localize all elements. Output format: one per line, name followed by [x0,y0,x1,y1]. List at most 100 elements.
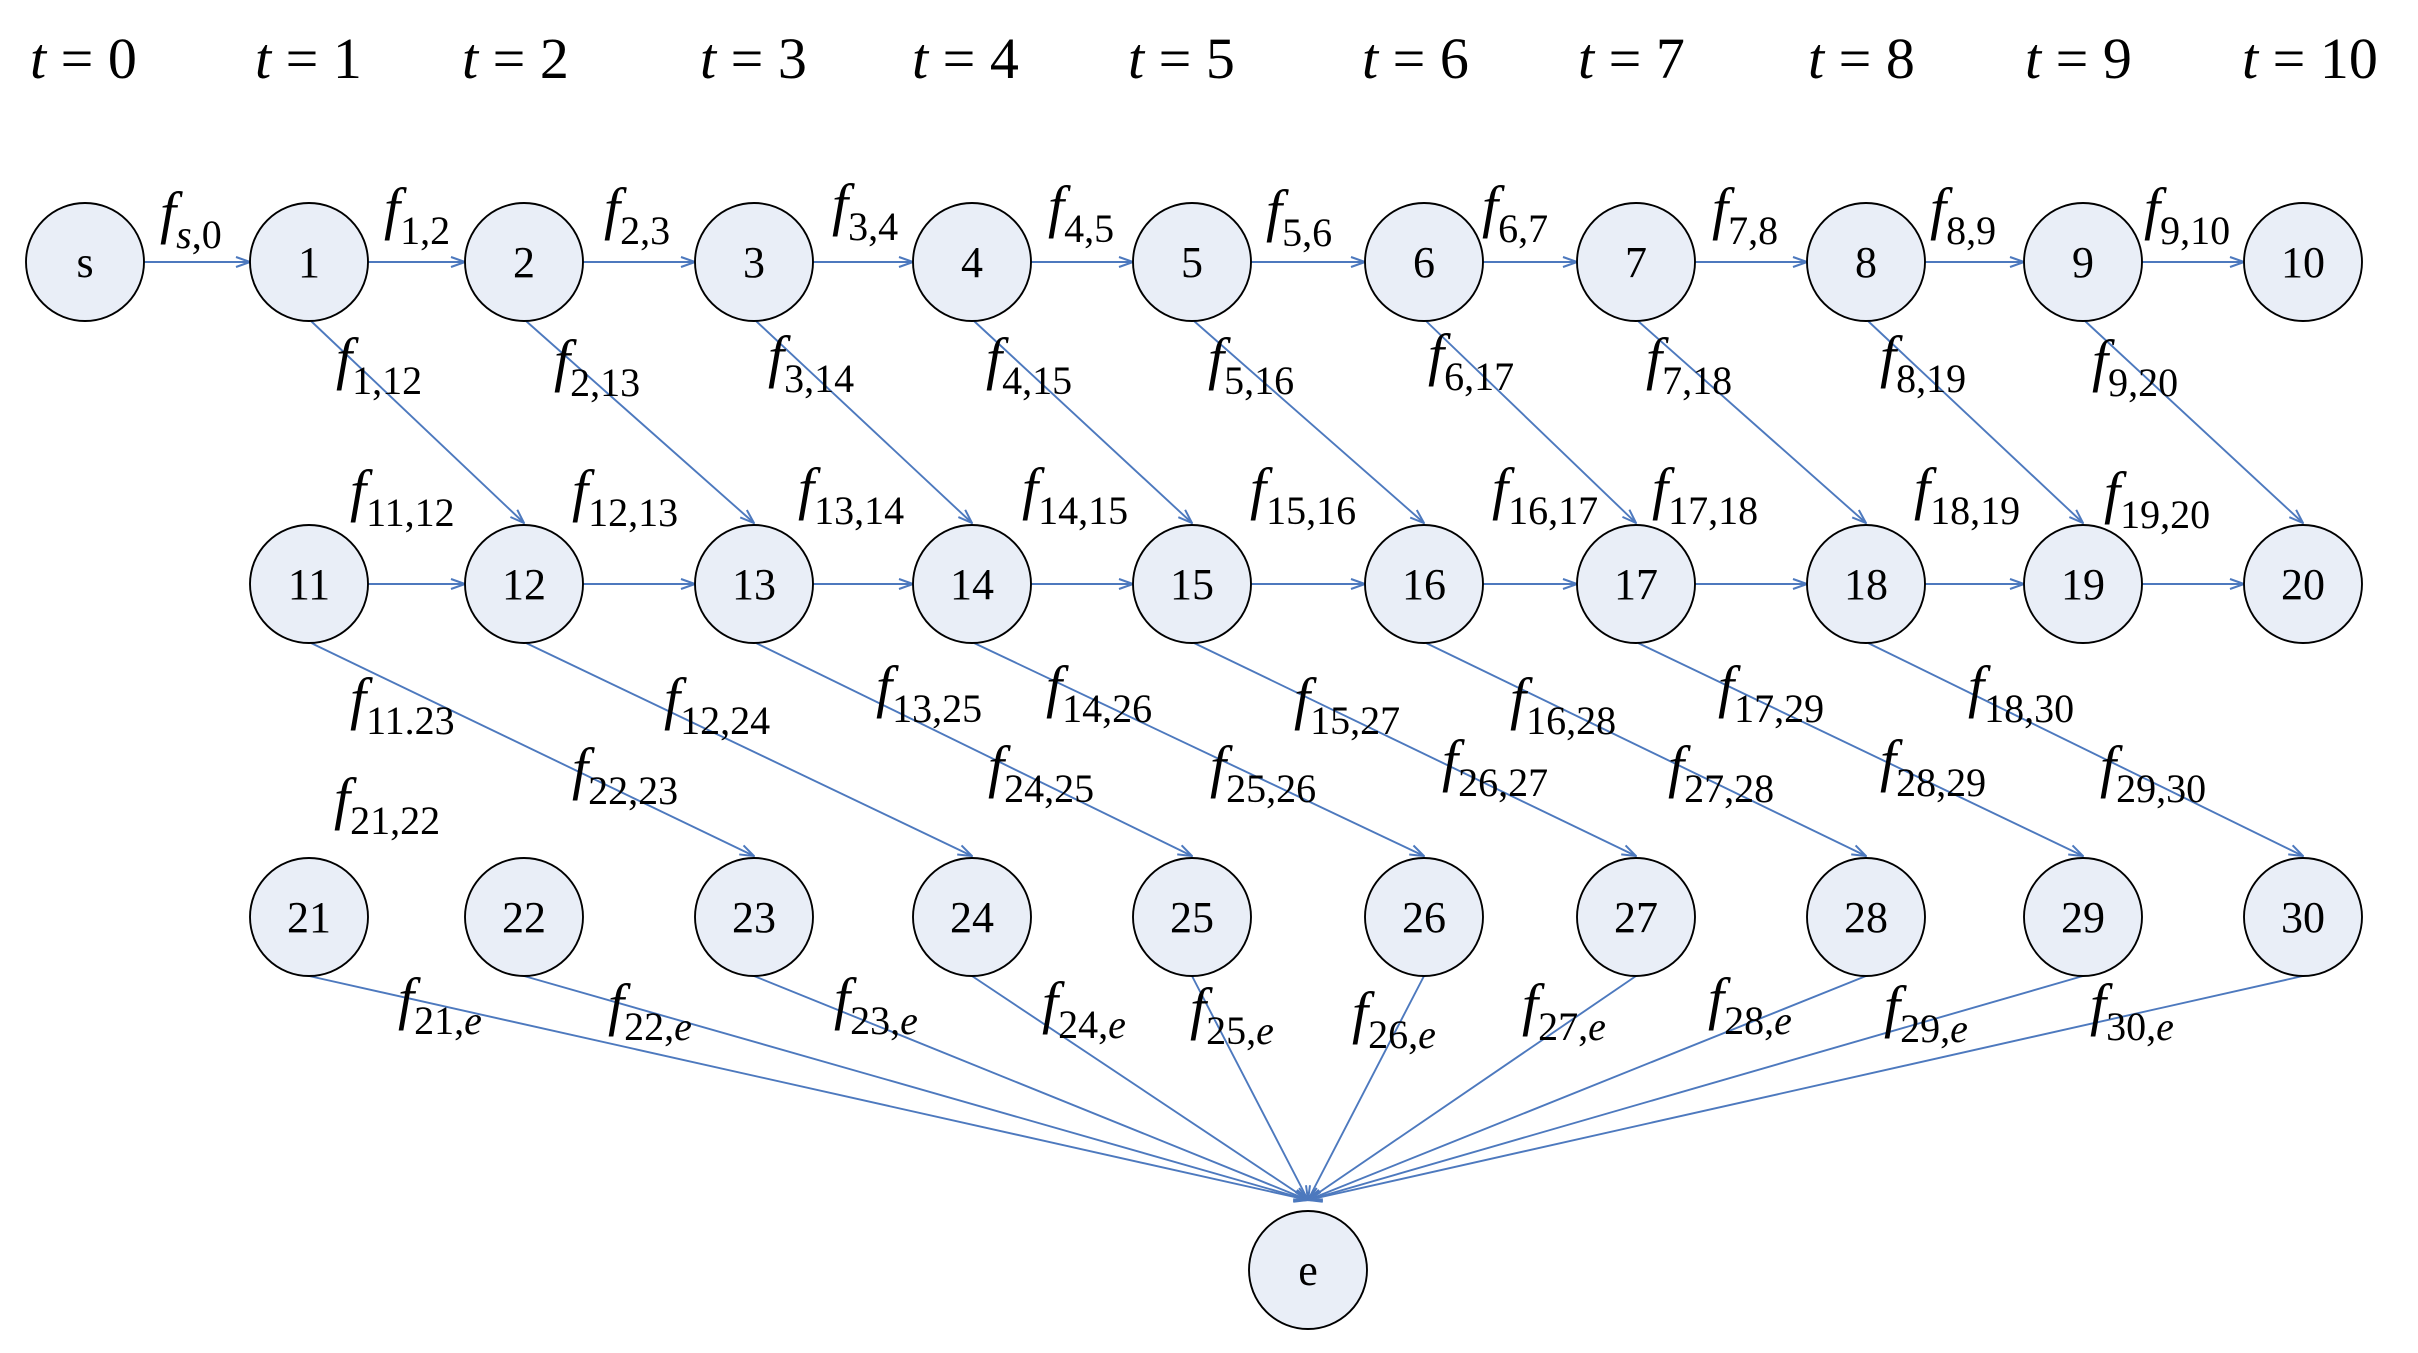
svg-text:17: 17 [1614,560,1658,609]
edge-label: f24,25 [988,734,1094,811]
time-label-9: t = 9 [2025,26,2132,91]
edge-28-e [1308,975,1867,1200]
edge-30-e [1308,975,2304,1200]
edge-label: f7,8 [1712,176,1778,253]
node-12: 12 [464,524,584,644]
edge-label: f16,28 [1510,666,1616,743]
time-label-6: t = 6 [1362,26,1469,91]
edge-label: f1,12 [336,326,422,403]
edge-1-12 [310,320,524,523]
edge-label: f14,26 [1046,654,1152,731]
edge-label: f22,e [608,972,692,1049]
edge-label: f16,17 [1492,456,1598,533]
edge-label: f13,25 [876,654,982,731]
svg-text:15: 15 [1170,560,1214,609]
node-16: 16 [1364,524,1484,644]
edge-label: f9,20 [2092,328,2178,405]
node-6: 6 [1364,202,1484,322]
edge-label: f24,e [1042,970,1126,1047]
svg-text:28: 28 [1844,893,1888,942]
svg-text:13: 13 [732,560,776,609]
time-label-8: t = 8 [1808,26,1915,91]
edge-label: f23,e [834,966,918,1043]
svg-text:18: 18 [1844,560,1888,609]
edge-label: f12,13 [572,458,678,535]
node-21: 21 [249,857,369,977]
svg-text:2: 2 [513,238,535,287]
node-1: 1 [249,202,369,322]
edge-13-25 [755,642,1192,856]
node-19: 19 [2023,524,2143,644]
edge-label: f18,30 [1968,654,2074,731]
node-s: s [25,202,145,322]
node-e: e [1248,1210,1368,1330]
svg-text:30: 30 [2281,893,2325,942]
time-label-5: t = 5 [1128,26,1235,91]
edge-label: f5,16 [1208,326,1294,403]
node-29: 29 [2023,857,2143,977]
edge-label: f11.23 [350,666,455,743]
edge-8-19 [1867,320,2083,523]
node-24: 24 [912,857,1032,977]
node-9: 9 [2023,202,2143,322]
edge-label: f30,e [2090,972,2174,1049]
edge-label: f17,29 [1718,654,1824,731]
edge-3-14 [755,320,972,523]
time-label-0: t = 0 [30,26,137,91]
edge-label: fs,0 [160,180,222,257]
node-8: 8 [1806,202,1926,322]
svg-text:23: 23 [732,893,776,942]
node-11: 11 [249,524,369,644]
edge-18-30 [1867,642,2303,856]
time-label-1: t = 1 [255,26,362,91]
svg-text:22: 22 [502,893,546,942]
edge-12-24 [525,642,972,856]
edge-label: f3,14 [768,324,854,401]
edges [144,262,2303,1200]
edge-label: f13,14 [798,456,904,533]
edge-label: f6,17 [1428,322,1514,399]
edge-label: f25,e [1190,976,1274,1053]
edge-23-e [753,975,1308,1200]
edge-label: f29,30 [2100,734,2206,811]
edge-14-26 [973,642,1424,856]
edge-29-e [1308,975,2084,1200]
svg-text:3: 3 [743,238,765,287]
node-10: 10 [2243,202,2363,322]
edge-label: f29,e [1884,974,1968,1051]
edge-16-28 [1425,642,1866,856]
node-22: 22 [464,857,584,977]
edge-label: f3,4 [832,172,898,249]
edge-label: f22,23 [572,736,678,813]
edge-25-e [1191,975,1308,1200]
edge-label: f9,10 [2144,176,2230,253]
edge-5-16 [1193,320,1424,523]
node-3: 3 [694,202,814,322]
time-label-2: t = 2 [462,26,569,91]
time-label-3: t = 3 [700,26,807,91]
edge-label: f8,19 [1880,324,1966,401]
edge-label: f15,16 [1250,456,1356,533]
svg-text:10: 10 [2281,238,2325,287]
edge-label: f4,5 [1048,174,1114,251]
svg-text:24: 24 [950,893,994,942]
node-7: 7 [1576,202,1696,322]
edge-22-e [523,975,1308,1200]
edge-label: f25,26 [1210,734,1316,811]
svg-text:25: 25 [1170,893,1214,942]
node-20: 20 [2243,524,2363,644]
svg-text:1: 1 [298,238,320,287]
edge-label: f4,15 [986,326,1072,403]
svg-text:6: 6 [1413,238,1435,287]
edge-label: f6,7 [1482,174,1548,251]
svg-text:19: 19 [2061,560,2105,609]
edge-2-13 [525,320,754,523]
svg-text:16: 16 [1402,560,1446,609]
edge-label: f17,18 [1652,456,1758,533]
node-28: 28 [1806,857,1926,977]
edge-label: f1,2 [384,176,450,253]
edge-label: f2,3 [604,176,670,253]
svg-text:29: 29 [2061,893,2105,942]
edge-label: f27,28 [1668,734,1774,811]
